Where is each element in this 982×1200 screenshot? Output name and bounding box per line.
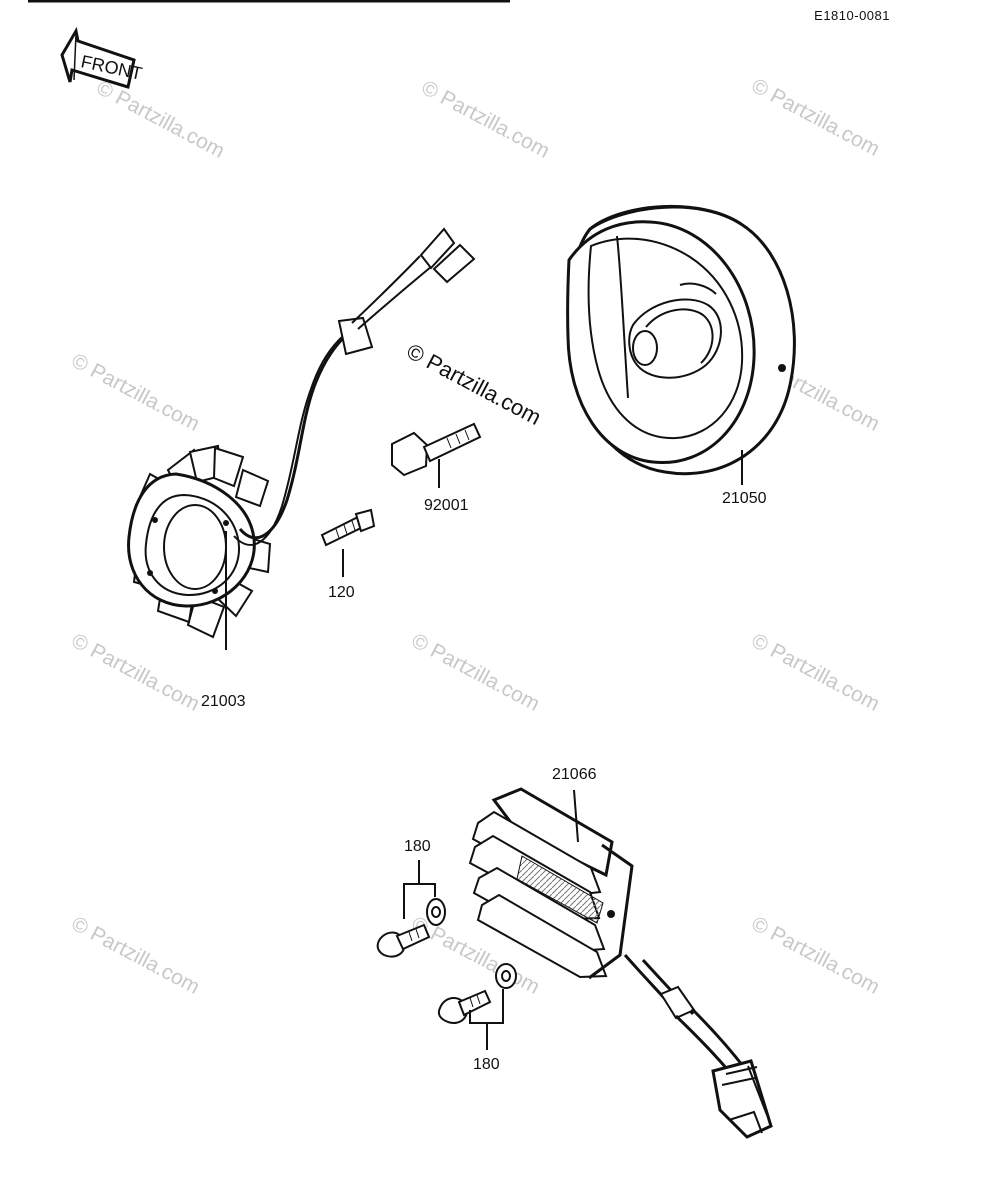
center-watermark: © Partzilla.com bbox=[403, 338, 546, 430]
fastener-upper-group bbox=[376, 860, 446, 958]
bolt-part bbox=[391, 422, 482, 488]
fastener-lower-group bbox=[437, 963, 517, 1050]
watermark-text: © Partzilla.com bbox=[68, 349, 204, 436]
part-number-screw: 120 bbox=[328, 584, 355, 601]
part-number-bolt: 92001 bbox=[424, 497, 469, 514]
stator-hole bbox=[152, 517, 158, 523]
stator-hole bbox=[147, 570, 153, 576]
watermark-text: © Partzilla.com bbox=[68, 629, 204, 716]
part-number-regulator: 21066 bbox=[552, 766, 597, 783]
rotor-part bbox=[566, 204, 796, 485]
watermark-text: © Partzilla.com bbox=[748, 629, 884, 716]
part-number-fastener-lower: 180 bbox=[473, 1056, 500, 1073]
stator-part bbox=[127, 227, 476, 650]
part-number-rotor: 21050 bbox=[722, 490, 767, 507]
stator-hole bbox=[223, 520, 229, 526]
regulator-part bbox=[468, 787, 773, 1139]
watermark-text: © Partzilla.com bbox=[748, 74, 884, 161]
part-number-fastener-upper: 180 bbox=[404, 838, 431, 855]
watermark-text: © Partzilla.com bbox=[408, 629, 544, 716]
stator-hole bbox=[212, 588, 218, 594]
rotor-hole bbox=[778, 364, 786, 372]
watermark-text: © Partzilla.com bbox=[68, 912, 204, 999]
watermark-text: © Partzilla.com bbox=[93, 76, 229, 163]
watermark-text: © Partzilla.com bbox=[418, 76, 554, 163]
part-number-stator: 21003 bbox=[201, 693, 246, 710]
watermark-text: © Partzilla.com bbox=[748, 912, 884, 999]
regulator-hole bbox=[607, 910, 615, 918]
diagram-code: E1810-0081 bbox=[814, 8, 890, 23]
screw-part bbox=[320, 508, 376, 577]
